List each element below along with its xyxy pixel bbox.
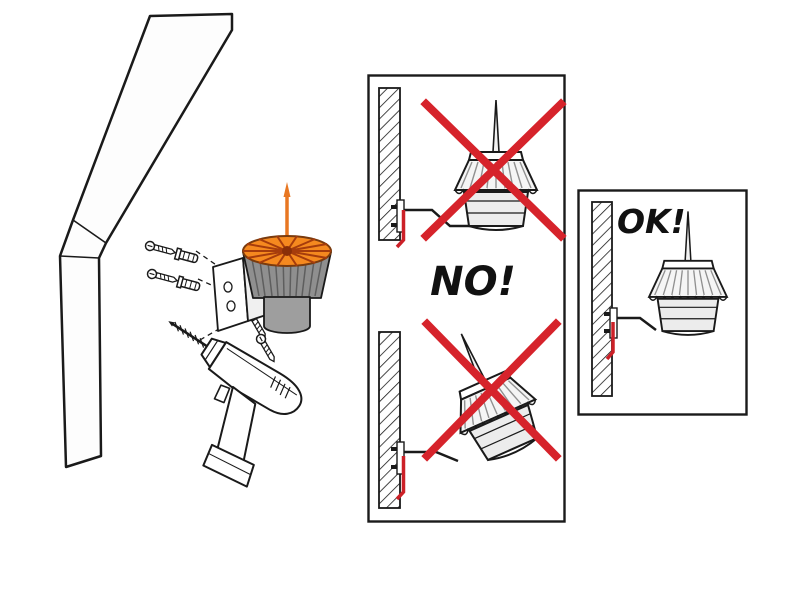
drill-trigger	[213, 384, 231, 404]
correct-mounting	[604, 210, 728, 361]
drill-body	[207, 341, 303, 416]
power-drill-icon	[168, 321, 303, 488]
wrong-mounting-tilted	[391, 316, 562, 501]
power-cable-red	[395, 456, 406, 501]
device-radial-fins	[243, 235, 331, 267]
power-cable-red	[605, 322, 615, 361]
screw-icon	[143, 239, 178, 258]
wall-corner	[58, 12, 234, 469]
no-label: NO!	[430, 259, 516, 305]
device-hub	[282, 246, 292, 256]
wrong-mounting-upright	[391, 98, 567, 249]
exploded-view-illustration	[58, 12, 332, 488]
wall-cross-section-icon	[378, 87, 401, 509]
repeller-device-icon	[242, 182, 332, 334]
power-cable-red	[395, 210, 406, 249]
drill-battery	[202, 443, 255, 488]
drill-bit	[170, 322, 208, 348]
ok-label: OK!	[617, 202, 686, 241]
wall-anchor-icon	[173, 247, 200, 266]
ok-panel: OK!	[577, 189, 748, 416]
screw-icon	[145, 267, 180, 286]
wall-cross-section-icon	[591, 201, 613, 397]
screw-icon	[254, 332, 279, 365]
prohibition-cross-icon	[421, 318, 562, 462]
wall-anchor-icon	[175, 275, 202, 294]
prohibition-cross-icon	[420, 98, 567, 242]
mounting-arm	[615, 316, 657, 331]
no-panel: NO!	[367, 74, 567, 523]
